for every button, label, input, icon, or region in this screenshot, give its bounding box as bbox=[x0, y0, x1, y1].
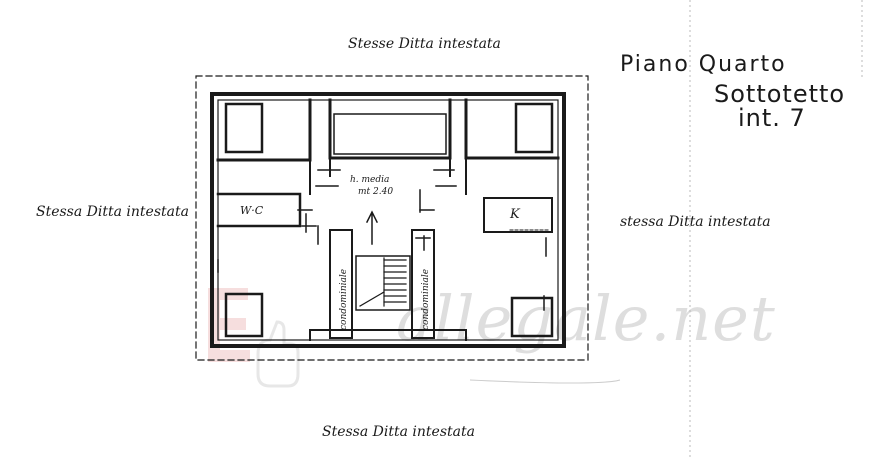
stair-left-block bbox=[329, 229, 353, 339]
up-arrow-icon bbox=[365, 210, 379, 245]
floor-subtitle: Sottotetto bbox=[714, 80, 846, 108]
stair-right-label: condominiale bbox=[421, 269, 431, 330]
neighbor-right-label: stessa Ditta intestata bbox=[620, 214, 771, 230]
height-value-label: mt 2.40 bbox=[358, 187, 393, 197]
door-marks bbox=[217, 169, 547, 311]
neighbor-left-label: Stessa Ditta intestata bbox=[36, 204, 189, 220]
neighbor-top-label: Stesse Ditta intestata bbox=[348, 36, 501, 52]
property-boundary bbox=[195, 75, 589, 361]
room-bottom-left bbox=[224, 292, 264, 338]
unit-number: int. 7 bbox=[738, 104, 806, 132]
outer-wall bbox=[210, 92, 566, 348]
stair-steps bbox=[383, 259, 407, 303]
neighbor-bottom-label: Stessa Ditta intestata bbox=[322, 424, 475, 440]
room-kitchen bbox=[483, 197, 553, 233]
height-label: h. media bbox=[350, 175, 389, 185]
watermark-text: allegale.net bbox=[396, 282, 776, 355]
room-bottom-right bbox=[510, 296, 554, 338]
wc-label: W·C bbox=[240, 204, 264, 217]
kitchen-label: K bbox=[509, 207, 521, 222]
floor-title: Piano Quarto bbox=[620, 52, 787, 77]
stairwell bbox=[355, 255, 411, 311]
stair-left-label: condominiale bbox=[339, 269, 349, 330]
room-top-center bbox=[328, 98, 452, 160]
stair-right-block bbox=[411, 229, 435, 339]
